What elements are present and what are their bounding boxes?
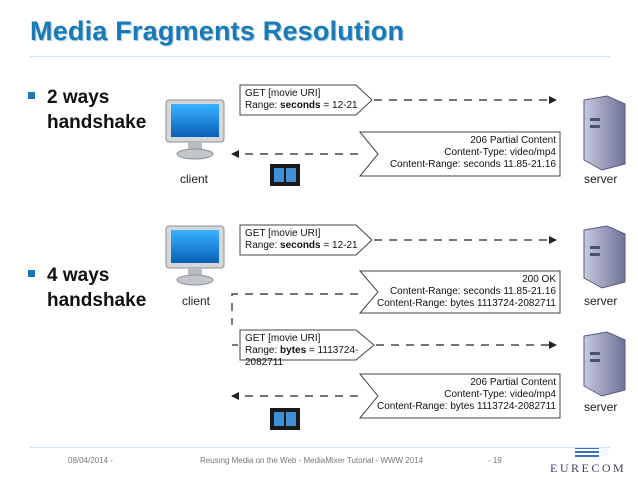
message-get-1: GET [movie URI] Range: seconds = 12-21 <box>245 88 370 112</box>
request-box <box>239 329 375 361</box>
response-box <box>358 373 561 419</box>
message-line: 200 OK <box>522 274 556 285</box>
message-200-ok: 200 OK Content-Range: seconds 11.85-21.1… <box>372 274 556 310</box>
message-line: Range: bytes = 1113724-2082711 <box>245 345 359 368</box>
footer-divider <box>30 447 610 448</box>
footer-page-number: - 19 <box>488 456 502 465</box>
footer-date: 08/04/2014 - <box>68 456 113 465</box>
bullet-2-ways: 2 ways handshake <box>28 85 167 135</box>
request-box <box>239 224 373 256</box>
message-line: 206 Partial Content <box>470 377 556 388</box>
bullet-square-icon <box>28 92 35 99</box>
client-computer-icon <box>165 99 225 160</box>
message-line: Content-Type: video/mp4 <box>444 147 556 158</box>
bullet-text: 4 ways handshake <box>47 265 147 311</box>
response-box <box>358 270 561 314</box>
message-line: GET [movie URI] <box>245 228 321 239</box>
bullet-text: 2 ways handshake <box>47 87 147 133</box>
message-206-1: 206 Partial Content Content-Type: video/… <box>372 135 556 171</box>
server-label: server <box>584 294 618 308</box>
slide-title: Media Fragments Resolution <box>30 16 405 46</box>
message-get-2: GET [movie URI] Range: seconds = 12-21 <box>245 228 370 252</box>
message-206-2: 206 Partial Content Content-Type: video/… <box>372 377 556 413</box>
message-line: Range: seconds = 12-21 <box>245 240 358 251</box>
bullet-4-ways: 4 ways handshake <box>28 263 167 313</box>
message-line: 206 Partial Content <box>470 135 556 146</box>
message-line: Content-Range: bytes 1113724-2082711 <box>376 401 556 412</box>
message-line: GET [movie URI] <box>245 88 321 99</box>
message-get-3: GET [movie URI] Range: bytes = 1113724-2… <box>245 333 375 369</box>
message-line: GET [movie URI] <box>245 333 321 344</box>
message-line: Range: seconds = 12-21 <box>245 100 358 111</box>
client-computer-icon <box>165 225 225 286</box>
server-label: server <box>584 400 618 414</box>
eurecom-logo-icon <box>575 447 599 457</box>
message-line: Content-Range: seconds 11.85-21.16 <box>389 286 556 297</box>
response-box <box>358 131 561 177</box>
footer-title: Reusing Media on the Web - MediaMixer Tu… <box>200 456 424 465</box>
request-box <box>239 84 373 116</box>
title-divider <box>30 56 610 57</box>
film-strip-icon <box>270 408 300 430</box>
bullet-square-icon <box>28 270 35 277</box>
server-icon <box>583 331 626 397</box>
server-icon <box>583 95 626 171</box>
server-label: server <box>584 172 618 186</box>
eurecom-logo-text: EURECOM <box>550 461 627 475</box>
message-line: Content-Range: bytes 1113724-2082711 <box>376 298 556 309</box>
client-label: client <box>182 294 211 308</box>
client-label: client <box>180 172 209 186</box>
film-strip-icon <box>270 164 300 186</box>
server-icon <box>583 225 626 289</box>
message-line: Content-Range: seconds 11.85-21.16 <box>389 159 556 170</box>
response-arrow <box>231 293 358 325</box>
message-line: Content-Type: video/mp4 <box>444 389 556 400</box>
